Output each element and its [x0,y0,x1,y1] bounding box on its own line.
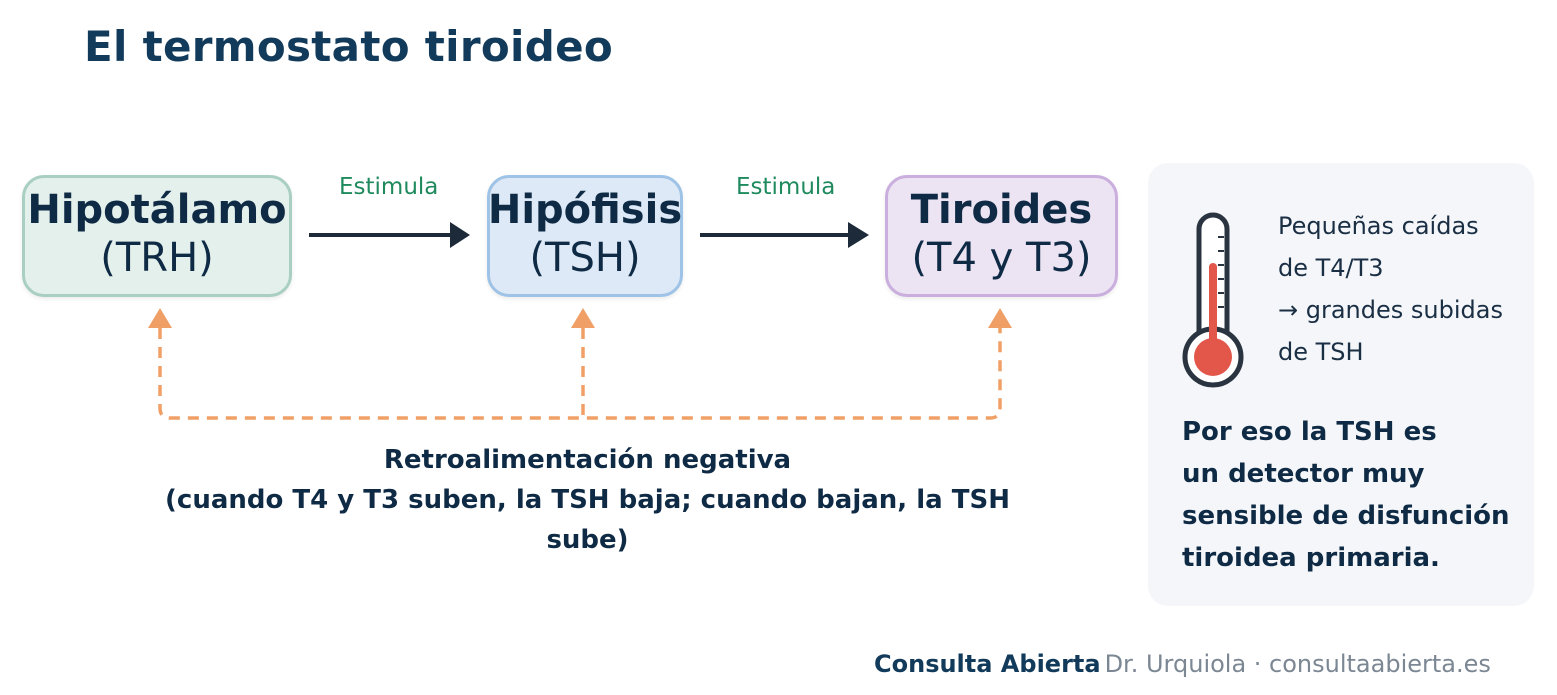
node-hipofisis: Hipófisis (TSH) [487,175,683,297]
panel-conclusion-line: Por eso la TSH es [1182,417,1437,447]
panel-note-line: de TSH [1278,338,1364,366]
panel-conclusion: Por eso la TSH es un detector muy sensib… [1182,411,1510,579]
node-hormone: (TSH) [529,235,641,281]
node-name: Hipotálamo [27,187,287,233]
node-name: Tiroides [910,187,1093,233]
node-hormone: (TRH) [100,235,214,281]
thermometer-icon [1182,212,1244,388]
page-title: El termostato tiroideo [84,22,614,71]
feedback-description: (cuando T4 y T3 suben, la TSH baja; cuan… [165,485,1010,555]
panel-conclusion-line: tiroidea primaria. [1182,543,1440,573]
edge-label-stimulate-2: Estimula [736,174,836,200]
diagram-connectors [148,222,1012,420]
node-hipotalamo: Hipotálamo (TRH) [22,175,292,297]
edge-label-stimulate-1: Estimula [339,174,439,200]
footer-brand: Consulta Abierta [874,650,1101,678]
feedback-loop-path [158,328,1002,420]
feedback-title: Retroalimentación negativa [383,445,792,475]
panel-conclusion-line: un detector muy [1182,459,1425,489]
node-name: Hipófisis [487,187,683,233]
panel-note-line: Pequeñas caídas [1278,212,1479,240]
node-tiroides: Tiroides (T4 y T3) [885,175,1118,297]
panel-conclusion-line: sensible de disfunción [1182,501,1510,531]
footer-author: Dr. Urquiola · consultaabierta.es [1104,650,1491,678]
info-panel: Pequeñas caídas de T4/T3 → grandes subid… [1148,163,1534,606]
panel-note-line: de T4/T3 [1278,254,1384,282]
feedback-arrowhead-tiroides [988,308,1012,328]
node-hormone: (T4 y T3) [911,235,1092,281]
feedback-arrowhead-hipotalamo [148,308,172,328]
stimulate-arrowhead-2 [848,222,869,248]
panel-note: Pequeñas caídas de T4/T3 → grandes subid… [1278,205,1503,373]
feedback-caption: Retroalimentación negativa (cuando T4 y … [140,440,1035,560]
feedback-arrowhead-hipofisis [571,308,595,328]
stimulate-arrowhead-1 [450,222,470,248]
panel-note-line: → grandes subidas [1278,296,1503,324]
